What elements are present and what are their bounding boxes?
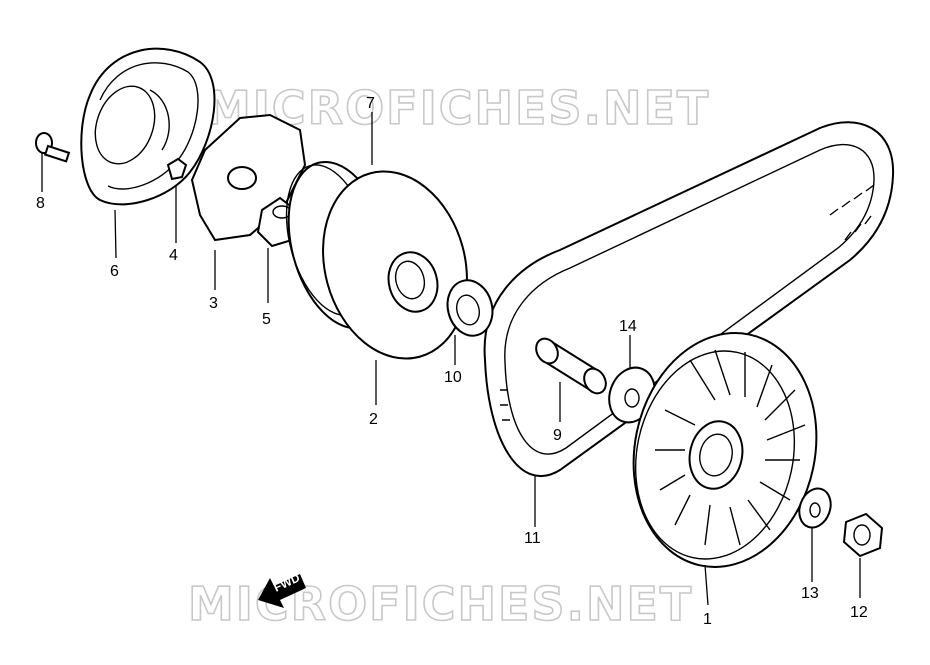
callout-10: 10 bbox=[444, 369, 462, 386]
part-10-oil-seal bbox=[446, 279, 494, 337]
callout-1: 1 bbox=[703, 611, 712, 628]
callout-3: 3 bbox=[209, 295, 218, 312]
leader-lines bbox=[41, 112, 861, 606]
callout-8: 8 bbox=[36, 195, 45, 212]
callout-6: 6 bbox=[110, 263, 119, 280]
part-13-washer bbox=[798, 487, 832, 529]
callout-2: 2 bbox=[369, 411, 378, 428]
watermark-bottom: MICROFICHES.NET bbox=[188, 577, 693, 631]
part-4-clip bbox=[166, 157, 188, 181]
callout-13: 13 bbox=[801, 585, 819, 602]
callout-14: 14 bbox=[619, 318, 637, 335]
callout-5: 5 bbox=[262, 311, 271, 328]
part-9-collar bbox=[535, 337, 607, 395]
part-12-nut bbox=[842, 512, 884, 558]
part-1-fixed-drive-face bbox=[632, 332, 818, 568]
callout-12: 12 bbox=[850, 604, 868, 621]
part-2-movable-drive-face bbox=[285, 160, 468, 360]
callout-9: 9 bbox=[553, 427, 562, 444]
callout-7: 7 bbox=[366, 95, 375, 112]
fwd-arrow-icon: FWD bbox=[258, 570, 306, 608]
callout-4: 4 bbox=[169, 247, 178, 264]
part-8-bolt bbox=[35, 132, 71, 163]
callout-11: 11 bbox=[524, 530, 541, 547]
